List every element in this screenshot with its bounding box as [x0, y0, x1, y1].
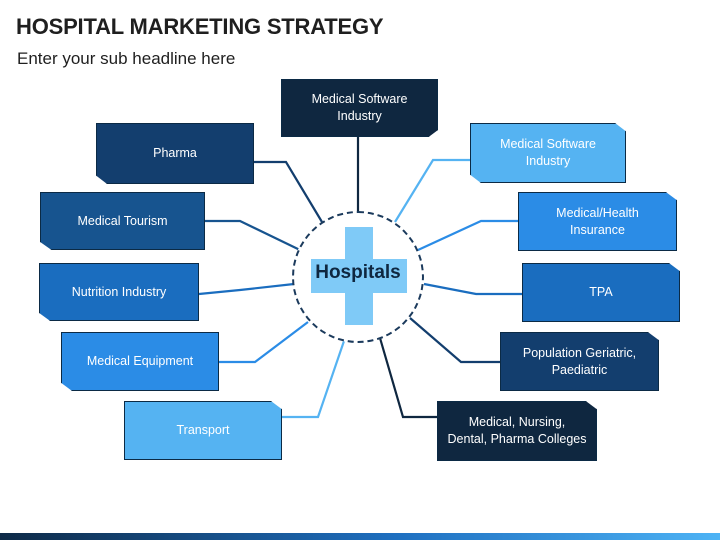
- node-medical-software-right: Medical Software Industry: [470, 123, 626, 183]
- connector-medical-tourism: [205, 219, 301, 251]
- node-label: Medical/Health Insurance: [556, 205, 639, 237]
- connector-pharma: [254, 160, 323, 223]
- page-subtitle: Enter your sub headline here: [17, 49, 236, 68]
- node-pharma: Pharma: [96, 123, 254, 184]
- connector-transport: [282, 340, 346, 419]
- node-medical-equipment: Medical Equipment: [61, 332, 219, 391]
- connector-medical-health-insurance: [417, 219, 518, 251]
- node-population-geriatric: Population Geriatric, Paediatric: [500, 332, 659, 391]
- node-nutrition-industry: Nutrition Industry: [39, 263, 199, 321]
- node-label: Medical Equipment: [86, 354, 194, 368]
- node-medical-health-insurance: Medical/Health Insurance: [518, 192, 677, 251]
- node-label: Pharma: [153, 146, 197, 160]
- node-label: Nutrition Industry: [71, 284, 167, 299]
- node-label: Population Geriatric, Paediatric: [522, 345, 637, 377]
- node-medical-software-top: Medical Software Industry: [281, 79, 438, 137]
- node-label: Medical, Nursing, Dental, Pharma College…: [447, 415, 587, 446]
- hub-label: Hospitals: [315, 262, 401, 283]
- footer-accent-bar: [0, 533, 720, 540]
- node-label: TPA: [589, 285, 613, 299]
- connector-medical-colleges: [378, 337, 437, 419]
- node-transport: Transport: [124, 401, 282, 460]
- connector-medical-software-right: [394, 158, 470, 223]
- connector-tpa: [423, 282, 522, 296]
- connector-nutrition-industry: [198, 282, 295, 296]
- node-tpa: TPA: [522, 263, 680, 322]
- connector-medical-equipment: [219, 321, 309, 364]
- node-label: Medical Tourism: [77, 213, 168, 228]
- node-label: Medical Software Industry: [500, 137, 596, 168]
- medical-cross-icon-bar: [311, 259, 407, 293]
- page-title: HOSPITAL MARKETING STRATEGY: [16, 14, 384, 39]
- connector-population-geriatric: [409, 317, 500, 364]
- node-medical-colleges: Medical, Nursing, Dental, Pharma College…: [437, 401, 597, 461]
- node-label: Transport: [176, 423, 230, 437]
- node-medical-tourism: Medical Tourism: [40, 192, 205, 250]
- node-label: Medical Software Industry: [311, 92, 408, 123]
